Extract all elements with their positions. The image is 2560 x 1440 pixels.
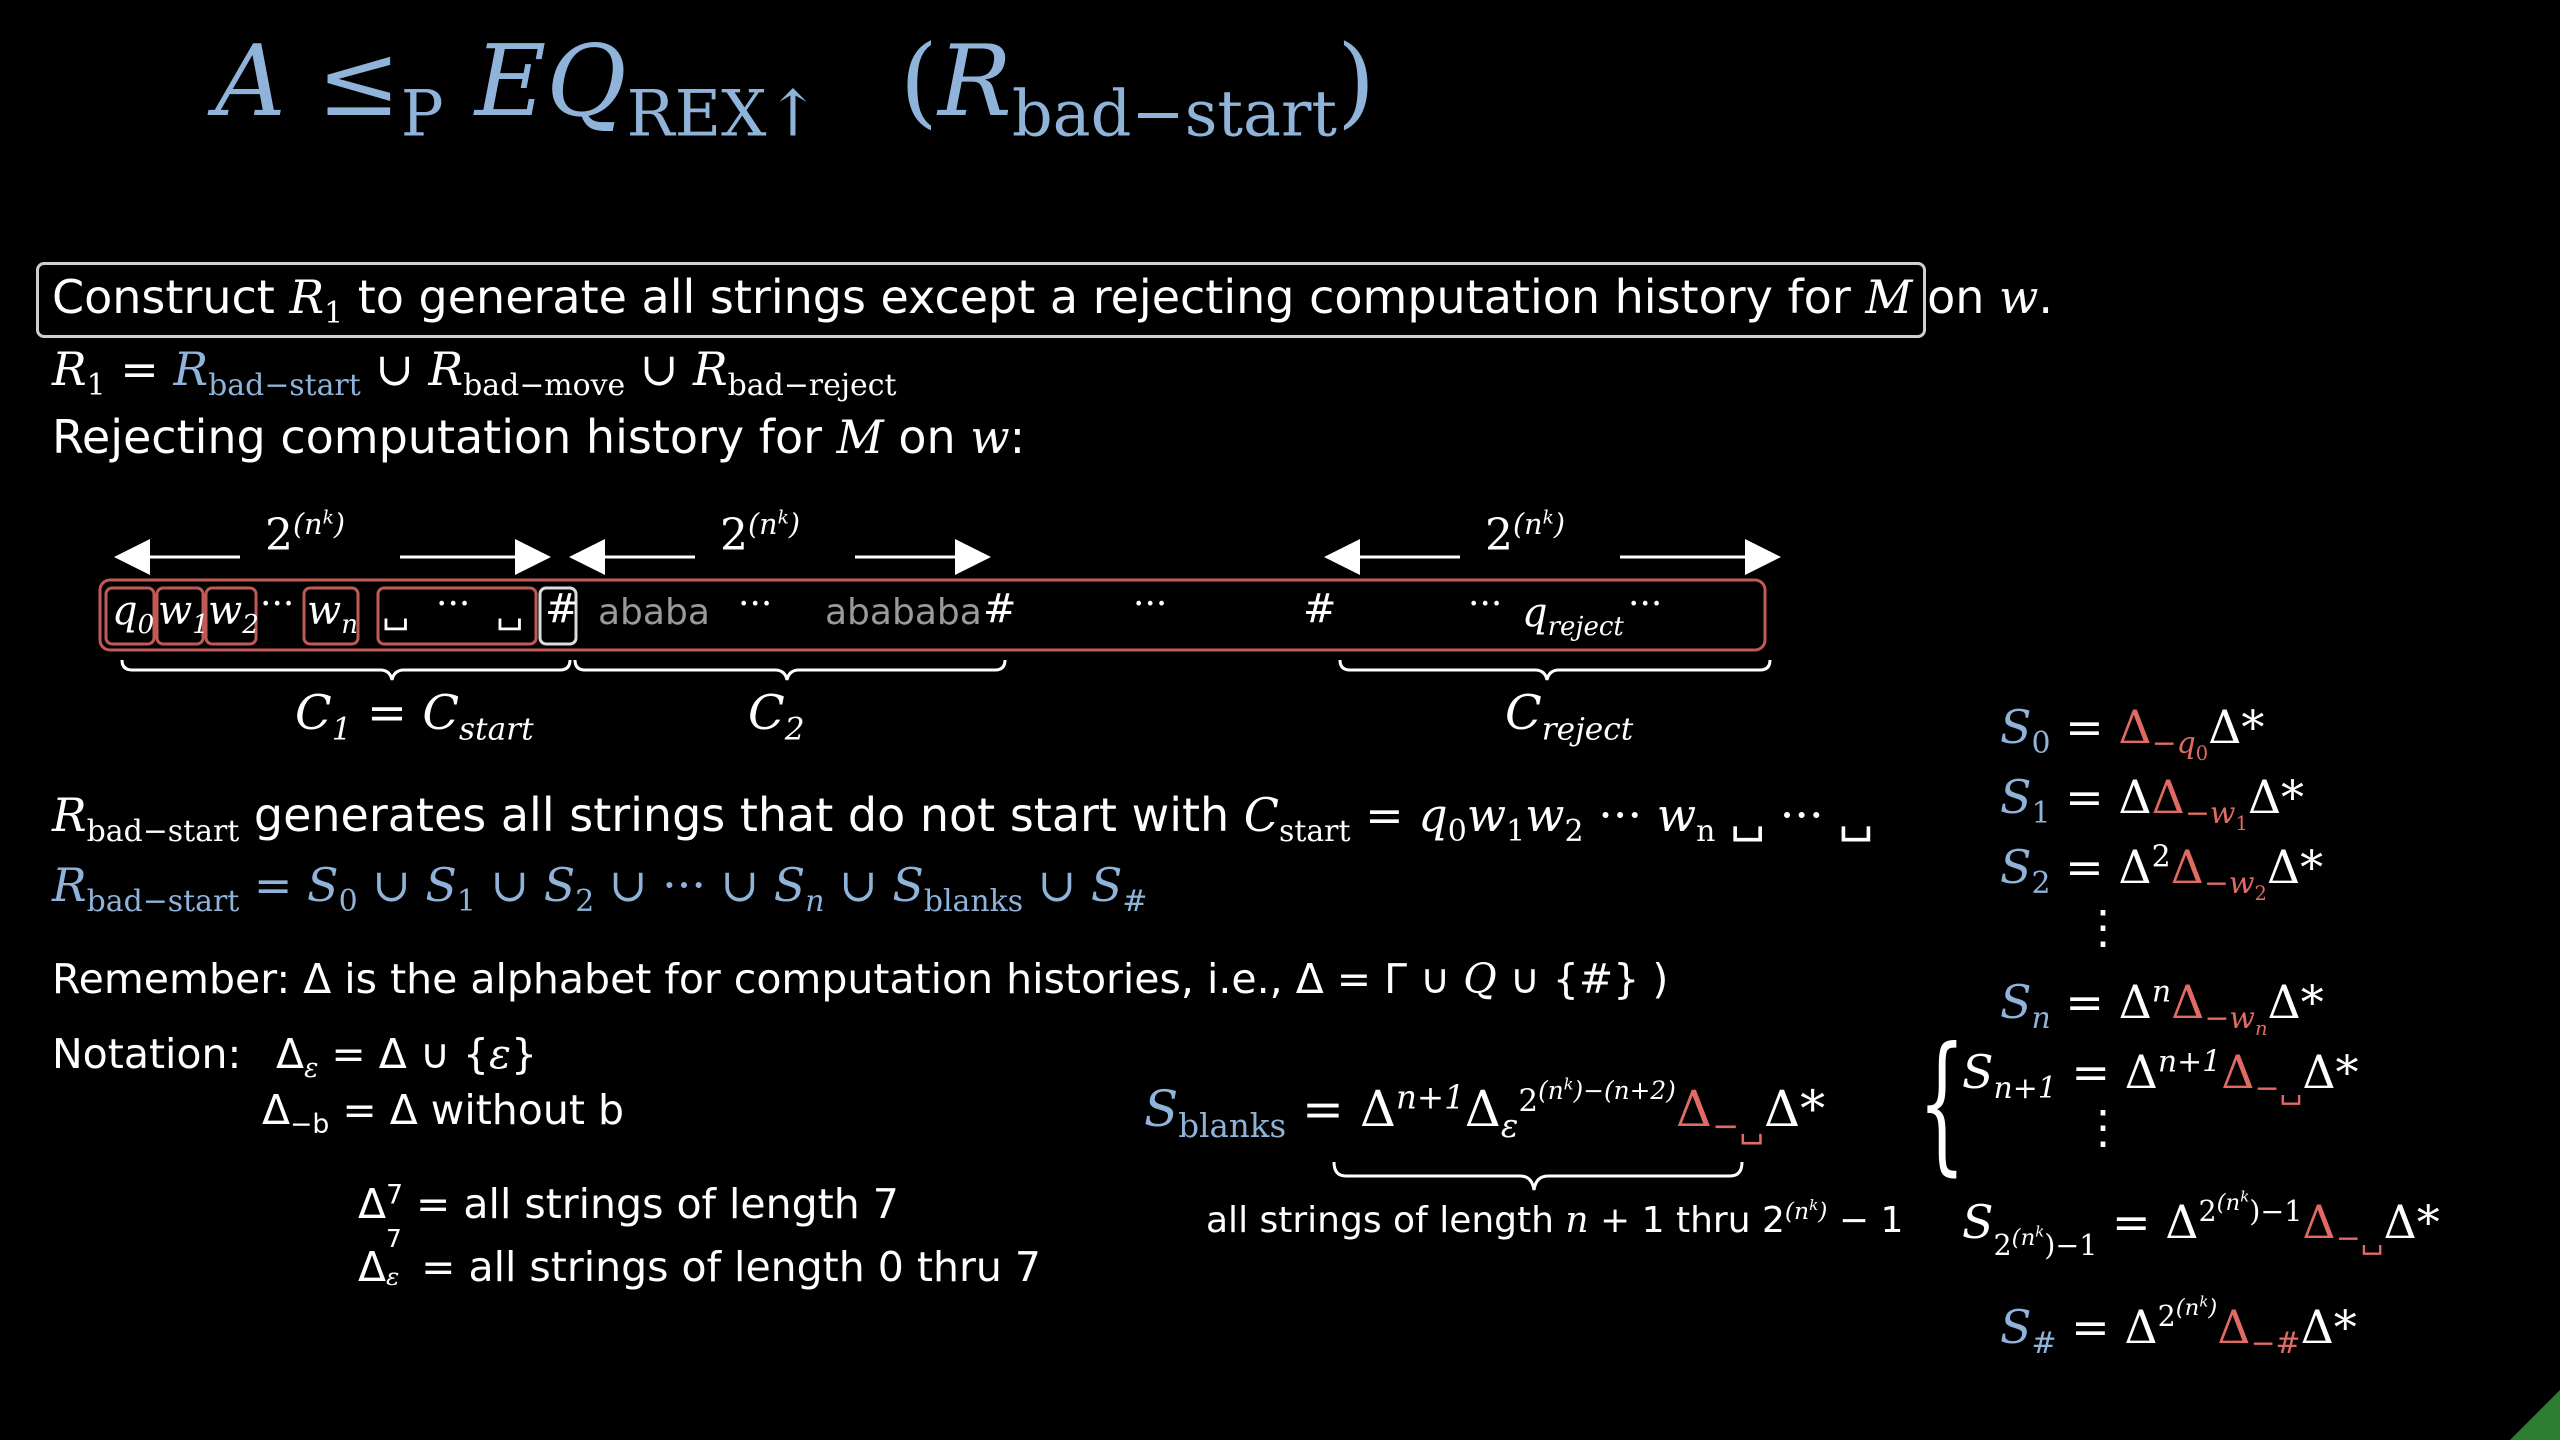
- segment-length-1: 2(nk): [265, 507, 345, 561]
- config-c2-label: C2: [748, 685, 805, 748]
- notation-delta-minus-b: Δ−b = Δ without b: [262, 1086, 624, 1141]
- rejecting-history-label: Rejecting computation history for M on w…: [52, 410, 1026, 464]
- s-blanks-caption: all strings of length n + 1 thru 2(nk) −…: [1206, 1196, 1904, 1241]
- construct-statement: Construct R1 to generate all strings exc…: [52, 270, 2054, 332]
- tape-cell-w2: w2: [208, 588, 259, 640]
- tape-hash: #: [1303, 586, 1337, 632]
- tape-hash: #: [545, 586, 579, 632]
- config-braces: [120, 659, 1772, 681]
- tape-dots: ···: [260, 584, 295, 625]
- page-title: A ≤P EQREX↑(Rbad−start): [215, 22, 1376, 152]
- s-blanks-definition: Sblanks = Δn+1Δε2(nk)−(n+2)Δ−␣Δ*: [1144, 1074, 1826, 1145]
- tape-diagram: [98, 539, 1781, 681]
- tape-cell-q0: q0: [112, 588, 155, 640]
- tape-dots: ···: [436, 584, 471, 625]
- s-hash-definition: S# = Δ2(nk)Δ−#Δ*: [2000, 1293, 2357, 1362]
- tape-ababa: ababa: [598, 592, 710, 633]
- config-creject-label: Creject: [1505, 685, 1634, 748]
- highlight-box: [36, 262, 1926, 338]
- corner-decoration: [2510, 1390, 2560, 1440]
- tape-abababa: abababa: [825, 592, 982, 633]
- sn-plus-1-definition: Sn+1 = Δn+1Δ−␣Δ*: [1962, 1044, 2359, 1107]
- tape-dots: ···: [1133, 584, 1168, 625]
- tape-cell-wn: wn: [307, 588, 358, 640]
- remember-note: Remember: Δ is the alphabet for computat…: [52, 955, 1669, 1003]
- tape-qreject: qreject: [1522, 590, 1624, 642]
- s2-definition: S2 = Δ2Δ−w2Δ*: [2000, 839, 2324, 906]
- r1-definition: R1 = Rbad−start ∪ Rbad−move ∪ Rbad−rejec…: [52, 342, 897, 404]
- segment-length-3: 2(nk): [1485, 507, 1565, 561]
- segment-length-2: 2(nk): [720, 507, 800, 561]
- s-last-definition: S2(nk)−1 = Δ2(nk)−1Δ−␣Δ*: [1962, 1188, 2440, 1263]
- s0-definition: S0 = Δ−q0Δ*: [2000, 700, 2265, 766]
- tape-hash: #: [983, 586, 1017, 632]
- s1-definition: S1 = ΔΔ−w1Δ*: [2000, 770, 2305, 836]
- rbad-start-definition: Rbad−start = S0 ∪ S1 ∪ S2 ∪ ··· ∪ Sn ∪ S…: [52, 858, 1148, 920]
- tape-cells: [104, 586, 578, 646]
- delta-7-definition: Δ7 = all strings of length 7: [358, 1179, 899, 1228]
- notation-delta-epsilon: Δε = Δ ∪ {ε}: [276, 1030, 538, 1085]
- left-brace: {: [1918, 1016, 1966, 1190]
- tape-dots: ···: [738, 584, 773, 625]
- rbad-start-description: Rbad−start generates all strings that do…: [52, 788, 1874, 850]
- notation-label: Notation:: [52, 1030, 242, 1078]
- tape-blank: ␣: [382, 590, 410, 631]
- tape-blank: ␣: [496, 590, 524, 631]
- tape-outline: [98, 578, 1767, 652]
- tape-dots: ···: [1628, 584, 1663, 625]
- sblanks-brace: [1332, 1161, 1744, 1191]
- sn-definition: Sn = ΔnΔ−wnΔ*: [2000, 974, 2324, 1041]
- tape-dots: ···: [1468, 584, 1503, 625]
- tape-cell-w1: w1: [158, 588, 209, 640]
- vertical-dots: ⋮: [2080, 1100, 2126, 1154]
- config-c1-label: C1 = Cstart: [295, 685, 534, 748]
- vertical-dots: ⋮: [2080, 900, 2126, 954]
